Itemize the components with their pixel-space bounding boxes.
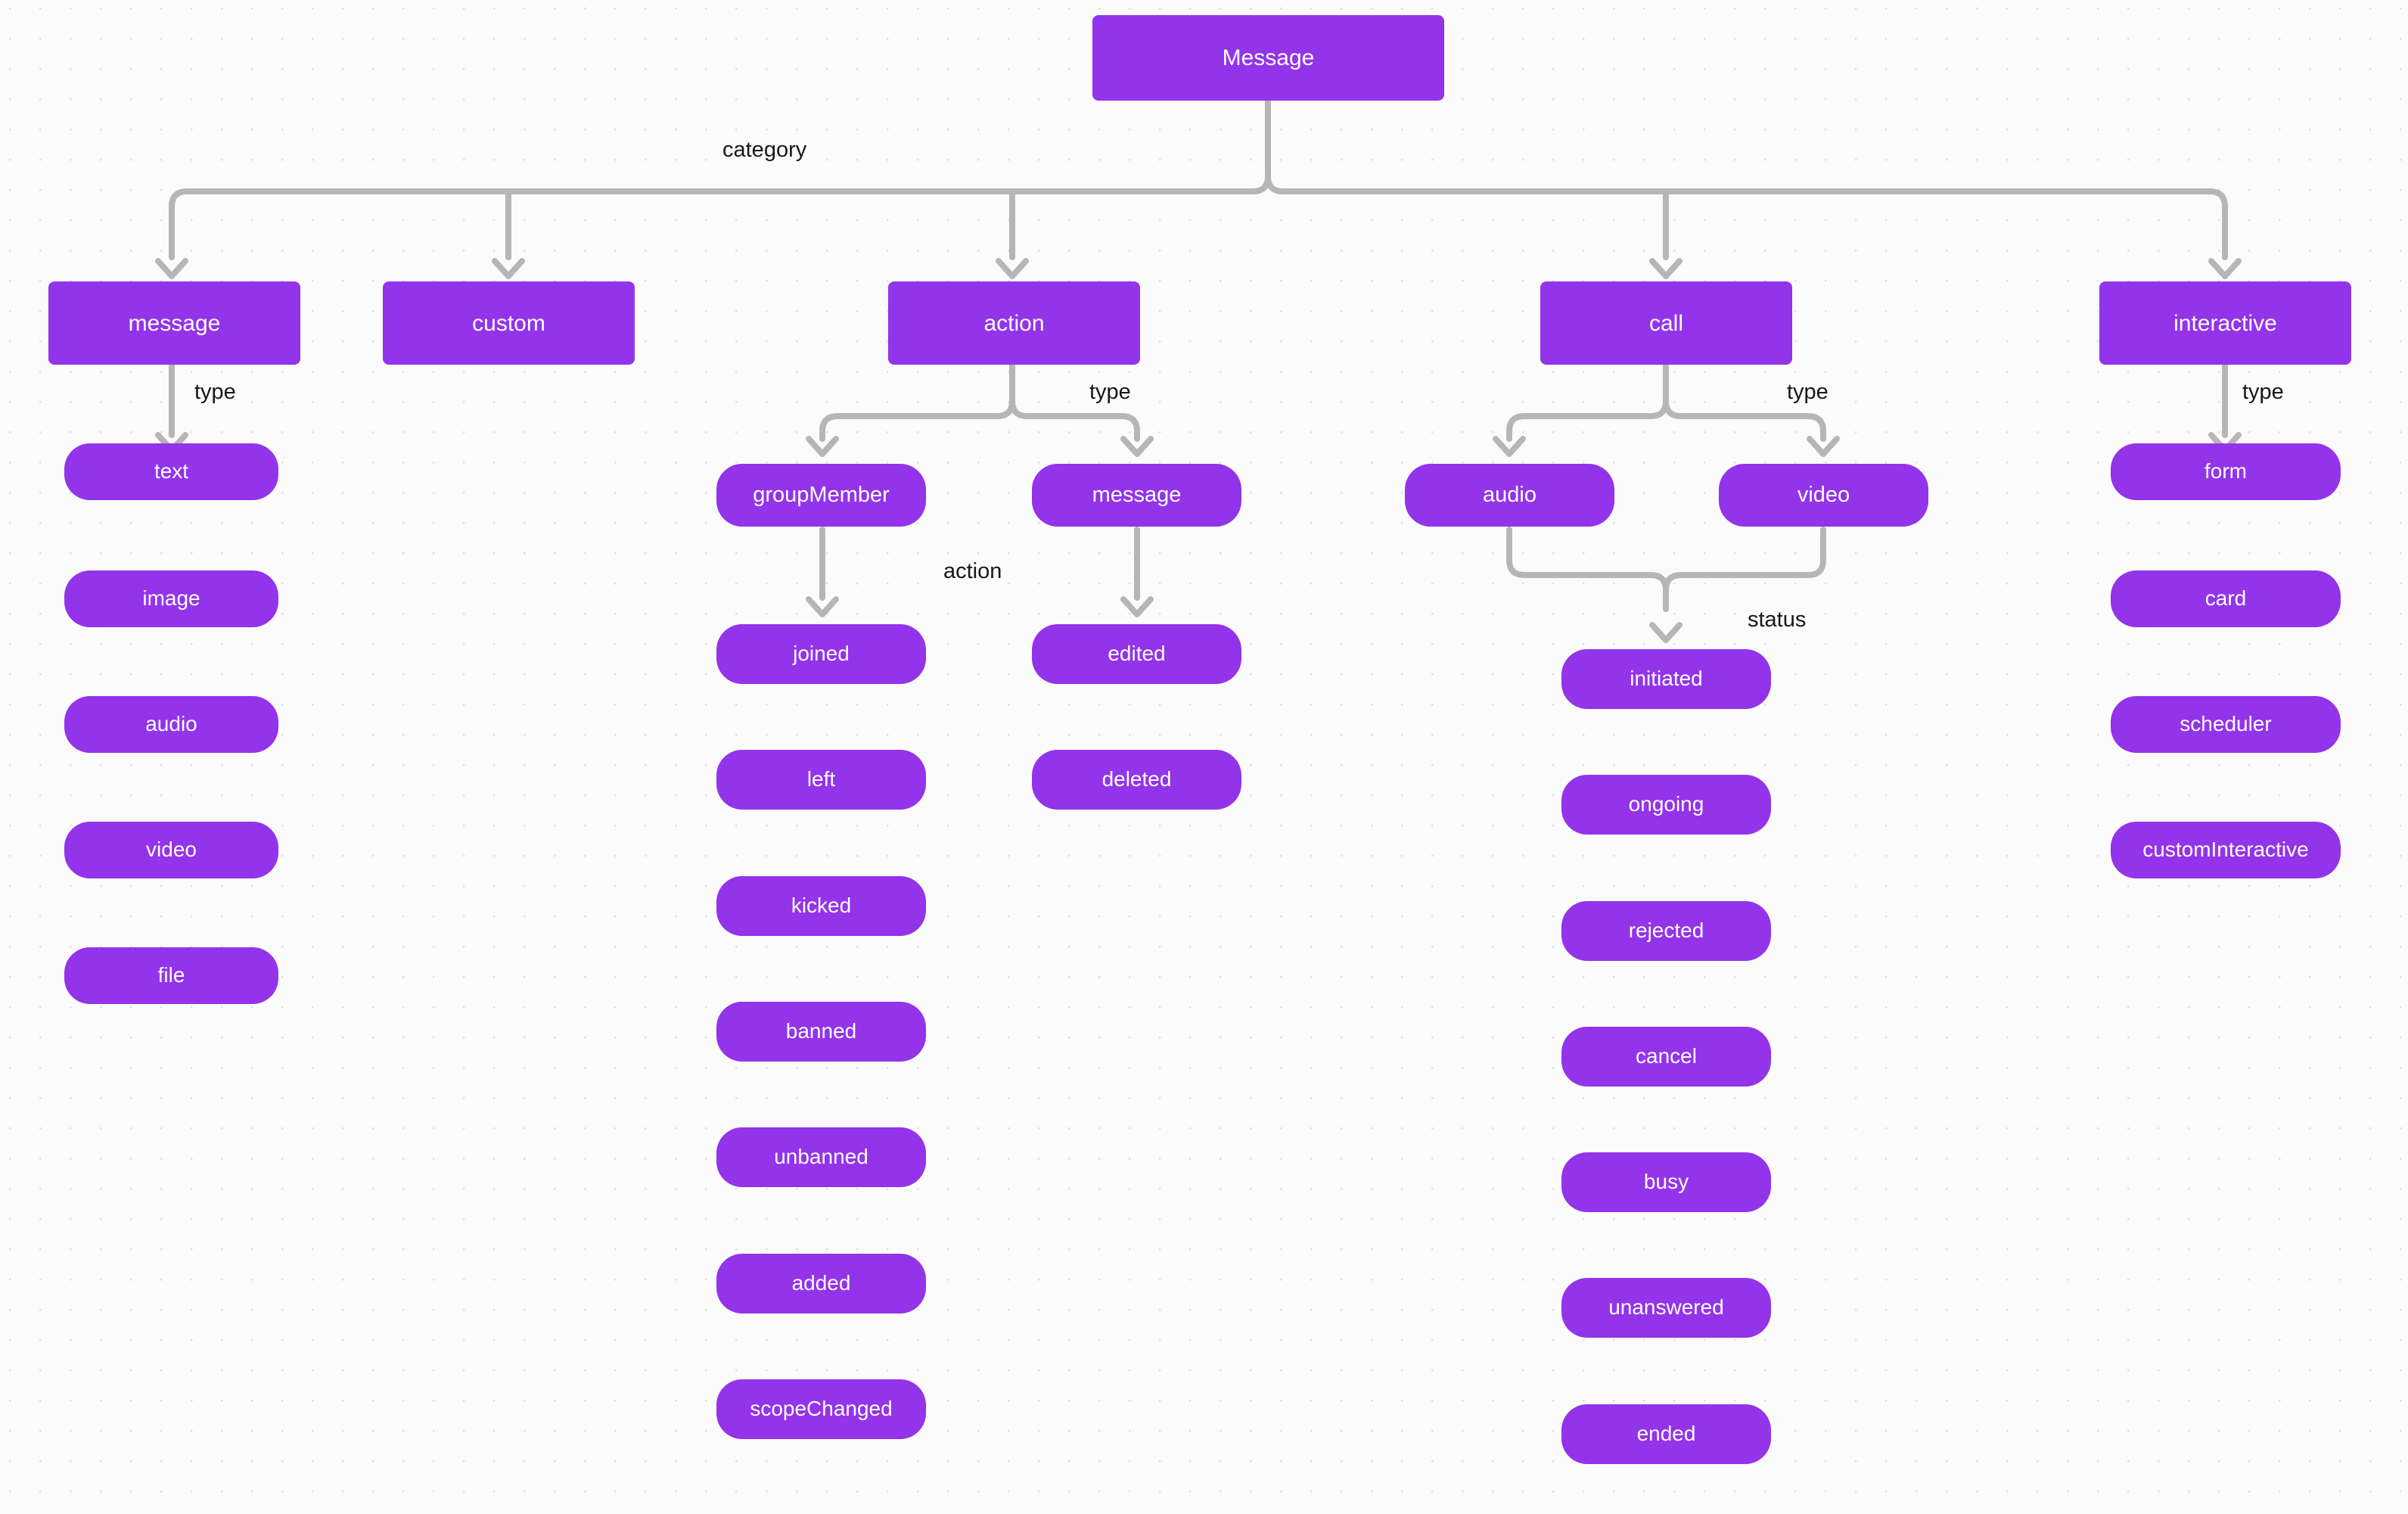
node-groupmember-action-kicked[interactable]: kicked	[716, 876, 926, 936]
node-label: Message	[1222, 45, 1315, 70]
node-label: file	[157, 963, 185, 987]
node-call-status-rejected[interactable]: rejected	[1561, 901, 1771, 961]
node-label: ended	[1636, 1422, 1696, 1446]
node-label: video	[146, 838, 197, 862]
node-interactive-type-custominteractive[interactable]: customInteractive	[2111, 822, 2341, 878]
node-label: video	[1797, 482, 1850, 507]
node-label: cancel	[1636, 1044, 1697, 1068]
node-message-action-deleted[interactable]: deleted	[1032, 750, 1241, 810]
node-label: initiated	[1630, 667, 1703, 691]
node-label: left	[806, 767, 836, 791]
node-label: image	[142, 586, 200, 611]
node-call-status-ongoing[interactable]: ongoing	[1561, 775, 1771, 835]
node-groupmember-action-added[interactable]: added	[716, 1254, 926, 1313]
edge-label-status: status	[1742, 606, 1812, 634]
node-category-message[interactable]: message	[48, 281, 300, 365]
node-message-action-edited[interactable]: edited	[1032, 624, 1241, 684]
node-label: audio	[1483, 482, 1536, 507]
node-category-action[interactable]: action	[888, 281, 1140, 365]
node-call-status-ended[interactable]: ended	[1561, 1404, 1771, 1464]
node-interactive-type-card[interactable]: card	[2111, 570, 2341, 627]
node-label: card	[2204, 586, 2247, 611]
node-label: call	[1648, 310, 1683, 336]
node-groupmember-action-joined[interactable]: joined	[716, 624, 926, 684]
node-message-type-audio[interactable]: audio	[64, 696, 278, 753]
node-call-status-cancel[interactable]: cancel	[1561, 1027, 1771, 1087]
node-label: groupMember	[753, 482, 890, 507]
node-groupmember-action-unbanned[interactable]: unbanned	[716, 1127, 926, 1187]
node-call-status-initiated[interactable]: initiated	[1561, 649, 1771, 709]
node-message-type-file[interactable]: file	[64, 947, 278, 1004]
edge-label-type-call: type	[1782, 378, 1834, 406]
edge-label-type-message: type	[189, 378, 241, 406]
node-label: customInteractive	[2142, 838, 2309, 862]
node-label: text	[154, 459, 189, 483]
node-message-type-image[interactable]: image	[64, 570, 278, 627]
node-label: form	[2204, 459, 2247, 483]
node-label: rejected	[1628, 919, 1704, 943]
node-label: message	[1092, 482, 1182, 507]
node-action-type-groupmember[interactable]: groupMember	[716, 464, 926, 527]
node-label: busy	[1643, 1170, 1689, 1194]
node-label: message	[128, 310, 221, 336]
node-action-type-message[interactable]: message	[1032, 464, 1241, 527]
node-groupmember-action-left[interactable]: left	[716, 750, 926, 810]
node-label: added	[791, 1271, 851, 1295]
node-call-type-video[interactable]: video	[1719, 464, 1928, 527]
node-label: action	[983, 310, 1045, 336]
node-label: ongoing	[1628, 792, 1704, 816]
node-interactive-type-scheduler[interactable]: scheduler	[2111, 696, 2341, 753]
node-message-type-video[interactable]: video	[64, 822, 278, 878]
node-label: edited	[1108, 642, 1166, 666]
node-label: unbanned	[774, 1145, 868, 1169]
edge-label-category: category	[717, 136, 813, 164]
node-interactive-type-form[interactable]: form	[2111, 443, 2341, 500]
node-label: kicked	[791, 894, 852, 918]
node-groupmember-action-scopechanged[interactable]: scopeChanged	[716, 1379, 926, 1439]
node-label: custom	[472, 310, 545, 336]
node-call-type-audio[interactable]: audio	[1405, 464, 1614, 527]
node-category-custom[interactable]: custom	[383, 281, 635, 365]
node-call-status-busy[interactable]: busy	[1561, 1152, 1771, 1212]
node-label: scheduler	[2180, 712, 2272, 736]
edge-label-type-action: type	[1084, 378, 1136, 406]
node-category-interactive[interactable]: interactive	[2099, 281, 2351, 365]
node-groupmember-action-banned[interactable]: banned	[716, 1002, 926, 1062]
node-category-call[interactable]: call	[1540, 281, 1792, 365]
node-label: joined	[793, 642, 850, 666]
node-label: deleted	[1101, 767, 1172, 791]
node-label: audio	[145, 712, 197, 736]
node-label: banned	[785, 1019, 857, 1043]
edge-label-action: action	[938, 558, 1008, 586]
edge-label-type-interactive: type	[2237, 378, 2289, 406]
node-label: unanswered	[1608, 1295, 1724, 1320]
node-message-type-text[interactable]: text	[64, 443, 278, 500]
node-message-root[interactable]: Message	[1092, 15, 1444, 101]
node-label: interactive	[2173, 310, 2277, 336]
node-label: scopeChanged	[750, 1397, 893, 1421]
node-call-status-unanswered[interactable]: unanswered	[1561, 1278, 1771, 1338]
